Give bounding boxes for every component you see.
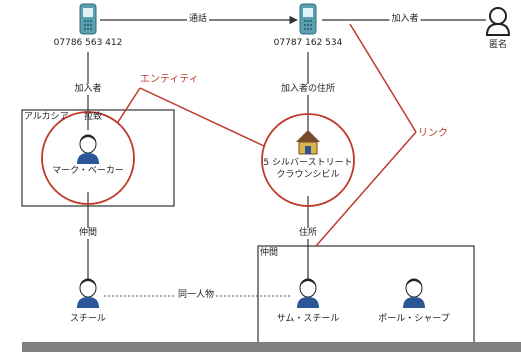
group-label-alcadia-b: 拉致 — [84, 112, 103, 122]
annotations — [41, 23, 417, 247]
person-icon-steel — [77, 278, 99, 308]
node-label-paul-sharp: ポール・シャープ — [378, 314, 450, 324]
annotation-link-leader-2 — [315, 131, 417, 247]
annotation-entity-circle — [41, 111, 135, 205]
node-label-address-line2: クラウンシビル — [276, 170, 340, 180]
group-label-alcadia-a: アルカシア — [24, 112, 69, 122]
phone-number-left: 07786 563 412 — [53, 38, 123, 48]
group-box-associates — [257, 245, 475, 345]
footer-bar — [22, 342, 521, 352]
annotation-address-circle — [261, 113, 355, 207]
phone-number-right: 07787 162 534 — [273, 38, 343, 48]
phone-icon-left — [79, 3, 97, 35]
edge-label-subscriber-address: 加入者の住所 — [278, 84, 338, 95]
node-label-sam-steel: サム・スチール — [276, 314, 340, 324]
edge-label-address: 住所 — [296, 228, 320, 239]
node-label-mark-baker: マーク・ベーカー — [52, 166, 124, 176]
node-label-steel: スチール — [69, 314, 107, 324]
annotation-entity: エンティティ — [140, 74, 199, 85]
phone-icon-right — [299, 3, 317, 35]
annotation-entity-leader-2 — [139, 87, 265, 147]
edge-label-subscriber-left: 加入者 — [72, 84, 104, 95]
edge-label-call: 通話 — [186, 14, 210, 25]
annotation-link-leader-1 — [349, 23, 417, 133]
edge-label-subscriber-right: 加入者 — [389, 14, 421, 25]
edge-label-associate-left: 仲間 — [76, 228, 100, 239]
annotation-entity-leader-1 — [117, 87, 141, 123]
annotation-link: リンク — [418, 128, 448, 139]
person-outline-icon-anonymous — [485, 7, 511, 36]
node-label-address-line1: 5 シルバーストリート — [263, 158, 353, 168]
edge-label-same-person: 同一人物 — [175, 290, 217, 301]
house-icon — [296, 130, 320, 155]
person-icon-mark-baker — [77, 134, 99, 164]
person-icon-sam-steel — [297, 278, 319, 308]
group-label-associates: 仲間 — [260, 248, 279, 258]
person-icon-paul-sharp — [403, 278, 425, 308]
node-label-anonymous: 匿名 — [488, 40, 508, 50]
group-box-alcadia — [21, 109, 175, 207]
